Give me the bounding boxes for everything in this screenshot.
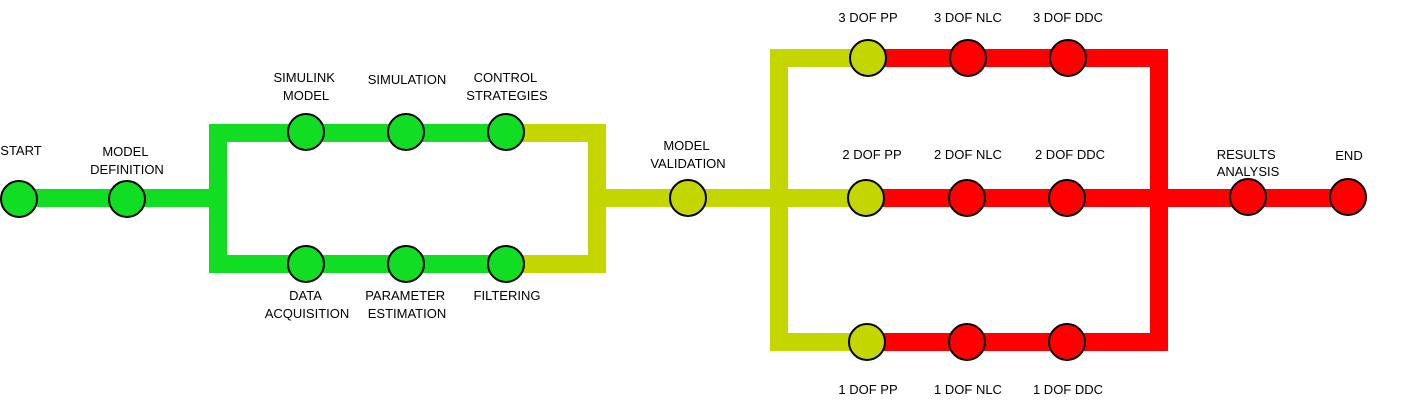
label-control-strategies: CONTROL STRATEGIES: [466, 70, 548, 103]
node-1dof-pp: [848, 323, 886, 361]
label-end: END: [1335, 148, 1362, 163]
node-2dof-nlc: [948, 179, 986, 217]
label-3dof-pp: 3 DOF PP: [838, 10, 897, 25]
node-2dof-pp: [847, 179, 885, 217]
node-model-definition: [108, 180, 146, 218]
label-3dof-nlc: 3 DOF NLC: [934, 10, 1002, 25]
node-parameter-estimation: [387, 245, 425, 283]
nodes: [0, 39, 1367, 361]
node-end: [1329, 178, 1367, 216]
node-3dof-ddc: [1049, 39, 1087, 77]
edge-yellow-loop: [505, 124, 606, 273]
label-2dof-pp: 2 DOF PP: [842, 147, 901, 162]
node-data-acquisition: [287, 245, 325, 283]
edge-green-loop: [209, 124, 505, 273]
edge-red-bottom: [868, 198, 1168, 351]
node-start: [0, 180, 38, 218]
label-model-validation: MODEL VALIDATION: [650, 138, 725, 171]
label-3dof-ddc: 3 DOF DDC: [1033, 10, 1103, 25]
node-filtering: [487, 245, 525, 283]
node-results-analysis: [1229, 178, 1267, 216]
node-1dof-ddc: [1048, 323, 1086, 361]
label-filtering: FILTERING: [474, 288, 541, 303]
node-simulation: [387, 113, 425, 151]
label-1dof-pp: 1 DOF PP: [838, 382, 897, 397]
label-model-definition: MODEL DEFINITION: [90, 144, 164, 177]
label-data-acquisition: DATA ACQUISITION: [265, 288, 350, 321]
node-model-validation: [669, 179, 707, 217]
node-simulink-model: [287, 113, 325, 151]
label-simulation: SIMULATION: [368, 72, 447, 87]
label-1dof-nlc: 1 DOF NLC: [934, 382, 1002, 397]
label-results-analysis: RESULTS ANALYSIS: [1217, 147, 1280, 179]
node-3dof-pp: [849, 39, 887, 77]
label-2dof-nlc: 2 DOF NLC: [934, 147, 1002, 162]
node-2dof-ddc: [1048, 179, 1086, 217]
label-start: START: [0, 143, 41, 158]
edge-red-top: [868, 49, 1168, 198]
label-1dof-ddc: 1 DOF DDC: [1033, 382, 1103, 397]
node-1dof-nlc: [948, 323, 986, 361]
label-2dof-ddc: 2 DOF DDC: [1035, 147, 1105, 162]
labels: START MODEL DEFINITION SIMULINK MODEL SI…: [0, 10, 1362, 397]
node-3dof-nlc: [949, 39, 987, 77]
label-simulink-model: SIMULINK MODEL: [273, 70, 338, 103]
node-control-strategies: [487, 113, 525, 151]
label-parameter-estimation: PARAMETER ESTIMATION: [365, 288, 449, 321]
